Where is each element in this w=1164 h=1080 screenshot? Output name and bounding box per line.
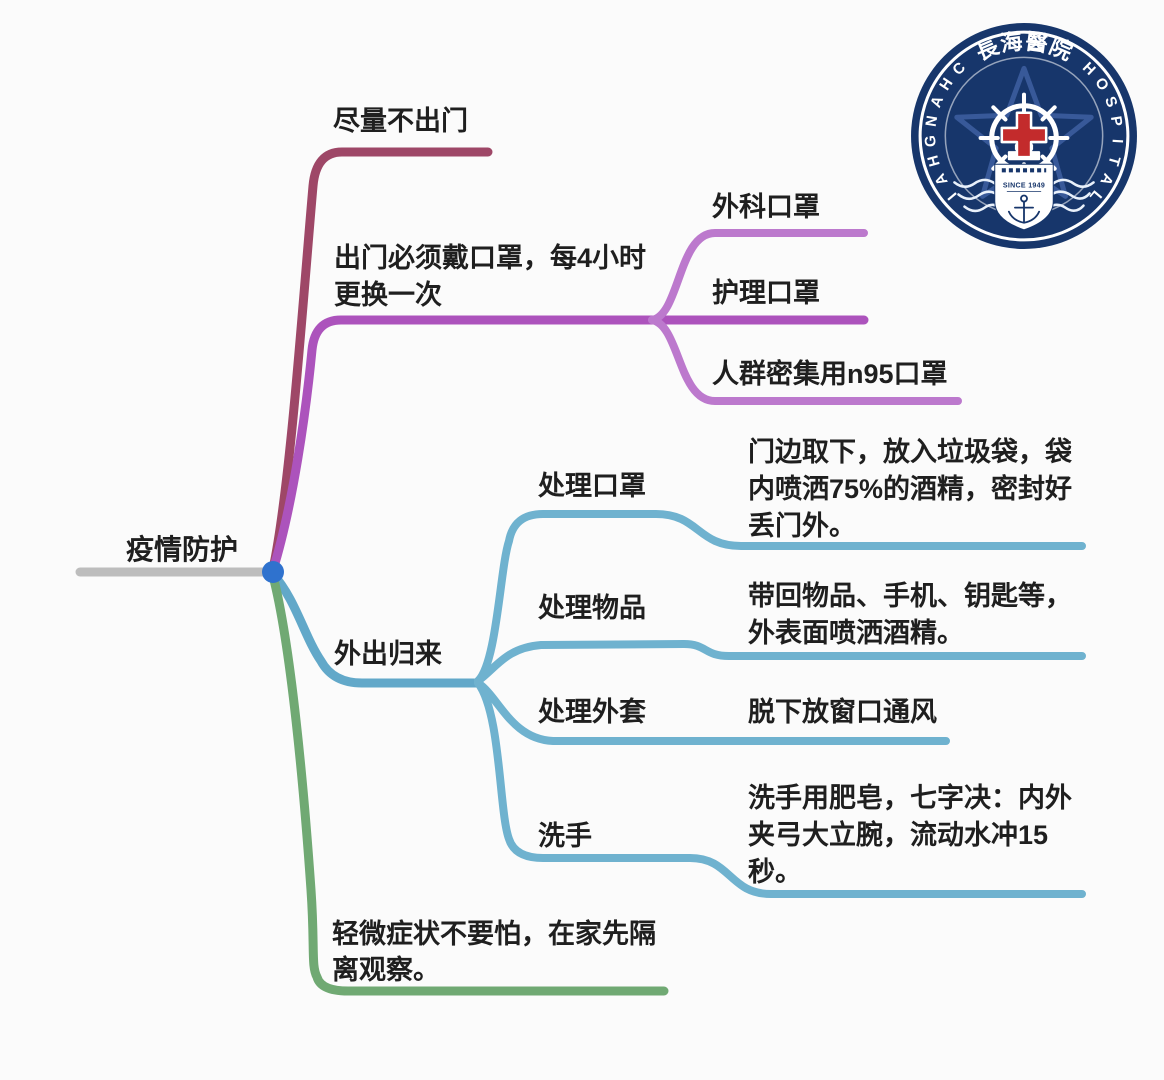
branch-line-mask-disposal [474, 510, 1086, 685]
node-mask-nursing: 护理口罩 [712, 278, 820, 308]
branch-line-mask-n95 [648, 316, 962, 405]
svg-text:海: 海 [999, 28, 1024, 57]
changhai-hospital-logo: 長海醫院 CHANGHAI HOSPITAL [911, 23, 1137, 249]
node-stay-home: 尽量不出门 [333, 106, 468, 136]
svg-text:醫: 醫 [1024, 29, 1049, 57]
desc-coat: 脱下放窗口通风 [748, 697, 937, 727]
desc-items: 带回物品、手机、钥匙等，外表面喷洒酒精。 [748, 581, 1072, 648]
root-node-dot [262, 561, 284, 583]
branch-line-items [474, 640, 1086, 685]
branch-line-mask-surgical [648, 229, 868, 324]
branch-line-return-home [268, 569, 483, 688]
svg-text:N: N [923, 114, 942, 127]
red-cross-icon [1000, 111, 1048, 159]
root-label: 疫情防护 [126, 534, 239, 565]
svg-text:I: I [1109, 139, 1126, 144]
node-return-home: 外出归来 [334, 639, 442, 669]
node-hands: 洗手 [538, 821, 592, 851]
anchor-icon [1007, 194, 1041, 224]
svg-text:P: P [1107, 115, 1125, 128]
svg-text:G: G [922, 135, 940, 148]
logo-outer-ring [918, 30, 1130, 242]
desc-mask-disposal: 门边取下，放入垃圾袋，袋内喷洒75%的酒精，密封好丢门外。 [748, 437, 1073, 541]
branch-line-hands [474, 679, 1086, 898]
waves-icon [953, 178, 1095, 213]
node-items: 处理物品 [538, 593, 646, 623]
node-coat: 处理外套 [538, 697, 646, 727]
branch-line-mask [268, 315, 869, 575]
branch-line-symptoms [268, 571, 669, 996]
node-mask-n95: 人群密集用n95口罩 [712, 359, 948, 389]
node-mask-surgical: 外科口罩 [712, 192, 820, 222]
desc-hands: 洗手用肥皂，七字决：内外夹弓大立腕，流动水冲15秒。 [748, 783, 1072, 887]
ship-since-text: SINCE 1949 [1003, 182, 1045, 189]
node-mask: 出门必须戴口罩，每4小时更换一次 [334, 243, 647, 310]
branch-line-stay-home [268, 147, 493, 574]
svg-text:H: H [924, 153, 943, 168]
node-symptoms: 轻微症状不要怕，在家先隔离观察。 [332, 919, 656, 985]
node-mask-disposal: 处理口罩 [538, 471, 646, 501]
